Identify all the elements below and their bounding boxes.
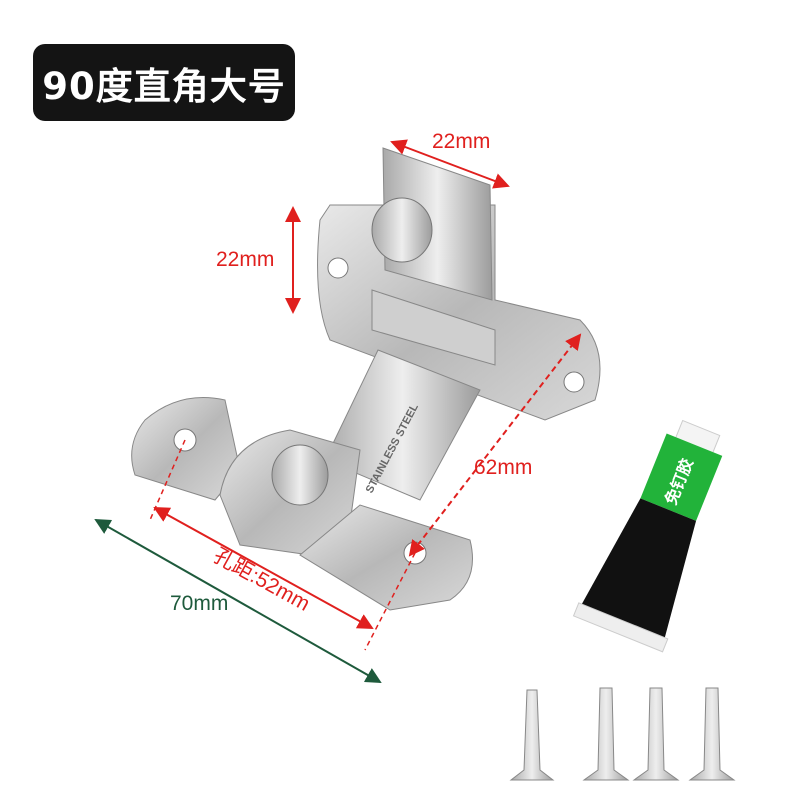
dimension-diagonal: 62mm: [474, 456, 532, 479]
dimension-line-top: [390, 139, 510, 189]
dimension-overall-width: 70mm: [170, 592, 228, 615]
screw: [582, 687, 630, 781]
title-badge: 90度直角大号: [33, 44, 295, 121]
screw-hole: [563, 371, 585, 393]
dimension-line-diagonal: [408, 333, 582, 557]
screw: [688, 687, 736, 781]
dimension-left-height: 22mm: [216, 248, 274, 271]
dimension-top-width: 22mm: [432, 130, 490, 153]
knob: [271, 444, 329, 506]
glue-tube: 免钉胶: [572, 419, 723, 653]
screw-hole: [327, 257, 349, 279]
screw: [509, 689, 555, 781]
knob: [371, 197, 433, 263]
screws: [509, 687, 736, 781]
title-text: 90度直角大号: [42, 64, 286, 108]
screw: [632, 687, 680, 781]
dimension-line-overall: [94, 519, 382, 683]
upper-bracket: [317, 147, 601, 421]
